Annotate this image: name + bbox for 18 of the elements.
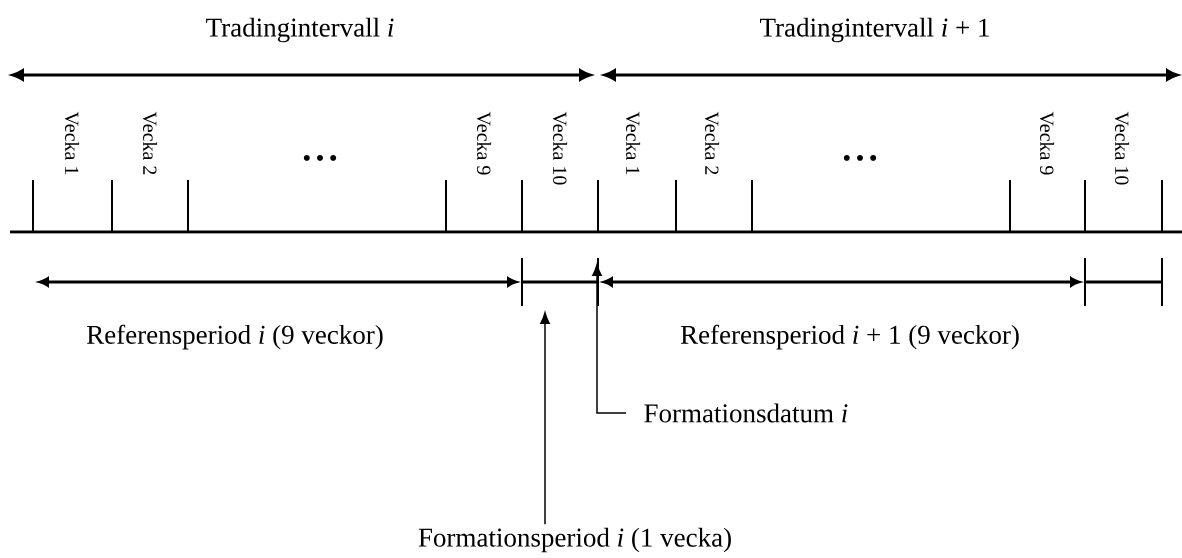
ellipsis: • • • [843, 154, 877, 161]
week-label: Vecka 9 [476, 111, 492, 175]
interval-title: Tradingintervall i + 1 [760, 17, 989, 43]
week-label: Vecka 2 [142, 111, 158, 175]
ellipsis: • • • [303, 154, 337, 161]
week-label: Vecka 1 [625, 111, 641, 175]
annotation-text: Formationsdatum i [644, 403, 848, 423]
leader-line [592, 264, 627, 414]
week-label: Vecka 1 [64, 111, 80, 175]
annotation-text: Formationsperiod i (1 vecka) [418, 527, 731, 553]
week-label: Vecka 2 [704, 111, 720, 175]
week-label: Vecka 9 [1039, 111, 1055, 175]
period-label: Referensperiod i + 1 (9 veckor) [680, 324, 1019, 350]
interval-title: Tradingintervall i [206, 17, 394, 43]
period-label: Referensperiod i (9 veckor) [87, 324, 383, 350]
week-label: Vecka 10 [552, 111, 568, 185]
leader-line [540, 312, 550, 525]
week-label: Vecka 10 [1114, 111, 1130, 185]
